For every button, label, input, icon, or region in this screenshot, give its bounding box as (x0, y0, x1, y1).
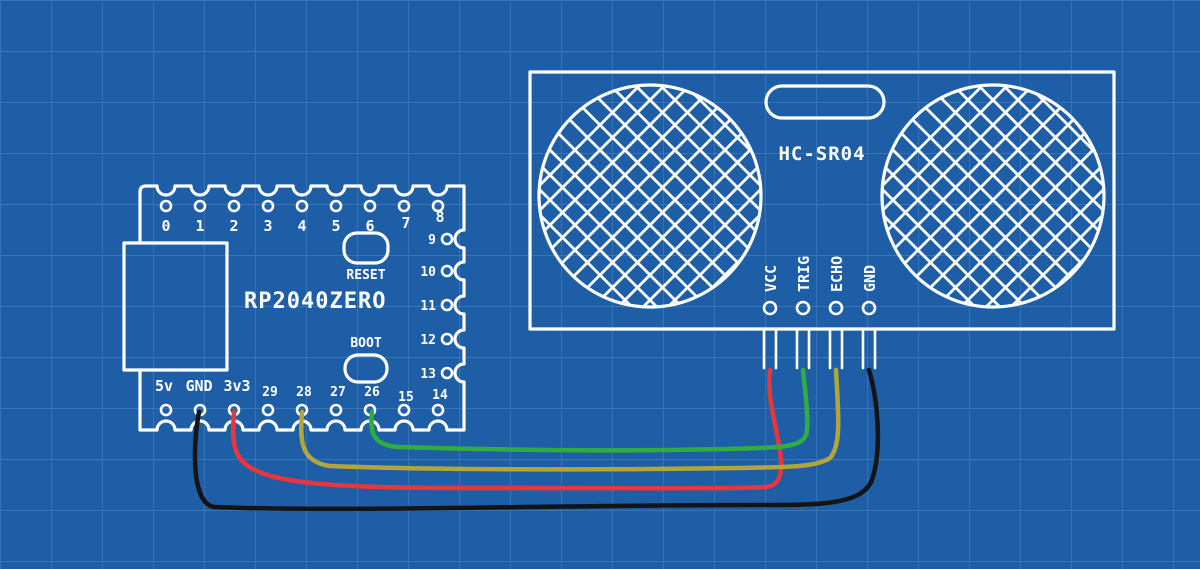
pin-hole (261, 403, 275, 417)
boot-label: BOOT (350, 336, 381, 351)
right-transducer (880, 83, 1106, 309)
wire-gnd (192, 367, 881, 512)
sensor-board-outline (528, 70, 1116, 331)
bottom-pin-label: 29 (262, 385, 278, 400)
header-pin-hole (861, 300, 877, 316)
pin-hole (227, 199, 241, 213)
pin-hole (329, 199, 343, 213)
header-pin-label: ECHO (828, 256, 846, 292)
top-pin-row: 0 1 2 3 4 5 6 7 8 (159, 199, 445, 235)
right-pin-label: 11 (420, 299, 436, 314)
pin-hole (440, 264, 454, 278)
top-pin-label: 1 (195, 217, 204, 235)
right-pin-label: 9 (428, 233, 436, 248)
top-pin-label: 3 (263, 217, 272, 235)
pin-hole (397, 199, 411, 213)
boot-button (343, 353, 389, 384)
pin-hole (431, 199, 445, 213)
pin-hole (440, 298, 454, 312)
pin-hole (295, 199, 309, 213)
top-pin-label: 8 (435, 208, 444, 226)
top-pin-label: 0 (161, 217, 170, 235)
pin-hole (431, 403, 445, 417)
right-pin-label: 12 (420, 333, 436, 348)
board-name: RP2040ZERO (244, 289, 386, 314)
bottom-pin-label: 26 (364, 385, 380, 400)
pin-hole (193, 199, 207, 213)
pin-hole (159, 403, 173, 417)
top-pin-label: 6 (365, 217, 374, 235)
pin-hole (440, 332, 454, 346)
pin-hole (261, 199, 275, 213)
wire-3v3-vcc (230, 367, 784, 491)
top-pin-label: 7 (401, 214, 410, 232)
bottom-pin-label: 28 (296, 385, 312, 400)
pin-hole (363, 199, 377, 213)
bottom-pin-label: 5v (155, 377, 173, 395)
top-pin-label: 2 (229, 217, 238, 235)
bottom-pin-label: 14 (432, 388, 448, 403)
crystal (764, 84, 886, 120)
reset-button (342, 231, 390, 265)
right-pin-label: 13 (420, 367, 436, 382)
header-pin-label: TRIG (795, 256, 813, 292)
header-pin-label: VCC (762, 265, 780, 292)
sensor-header: VCC TRIG ECHO GND (762, 256, 879, 370)
usb-connector (122, 241, 229, 372)
bottom-pin-label: 15 (398, 390, 414, 405)
sensor-name: HC-SR04 (778, 143, 865, 165)
header-pin-hole (795, 300, 811, 316)
left-transducer (537, 83, 763, 309)
header-pin-hole (762, 300, 778, 316)
bottom-pin-label: GND (185, 377, 212, 395)
reset-label: RESET (346, 268, 385, 283)
wire-26-trig (369, 367, 810, 453)
pin-hole (397, 403, 411, 417)
bottom-pin-label: 27 (330, 385, 346, 400)
pin-hole (440, 232, 454, 246)
top-pin-label: 5 (331, 217, 340, 235)
right-pin-label: 10 (420, 265, 436, 280)
top-pin-label: 4 (297, 217, 306, 235)
wire-28-echo (299, 367, 841, 472)
right-pin-row: 9 10 11 12 13 (420, 232, 454, 382)
pin-hole (440, 366, 454, 380)
pin-hole (159, 199, 173, 213)
wires (192, 367, 881, 512)
header-pin-label: GND (861, 265, 879, 292)
bottom-pin-label: 3v3 (223, 377, 250, 395)
pin-hole (329, 403, 343, 417)
header-pin-hole (828, 300, 844, 316)
hc-sr04-module: HC-SR04 VCC TRIG ECHO GND (528, 70, 1116, 370)
